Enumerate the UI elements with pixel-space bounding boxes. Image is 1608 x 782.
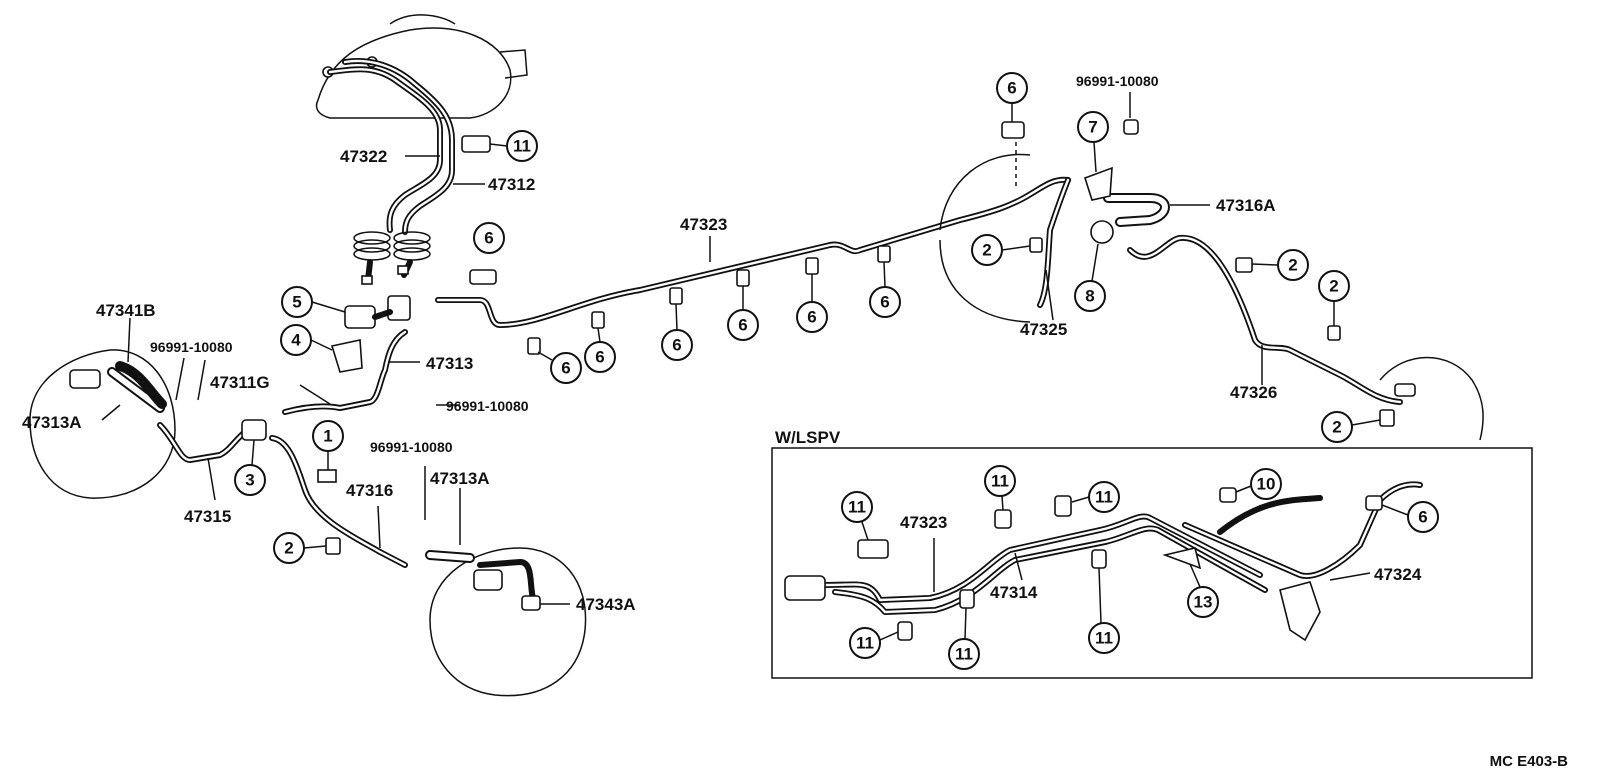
bracket-4	[330, 339, 363, 373]
svg-text:6: 6	[807, 308, 816, 327]
label-47311G: 47311G	[210, 373, 270, 392]
svg-text:6: 6	[1007, 79, 1016, 98]
rear-left-wheel	[425, 547, 587, 697]
svg-text:2: 2	[1288, 256, 1297, 275]
svg-text:2: 2	[982, 241, 991, 260]
label-47324: 47324	[1374, 565, 1422, 584]
callouts: 11 6 5 4 6 6 6 6 6 6 1 3 2 6 7	[234, 72, 1439, 670]
label-96991-b: 96991-10080	[446, 398, 529, 414]
svg-text:7: 7	[1088, 118, 1097, 137]
label-47343A: 47343A	[576, 595, 636, 614]
svg-text:6: 6	[561, 359, 570, 378]
clip-11-top	[461, 135, 491, 153]
master-cylinder-pipes	[327, 58, 455, 285]
svg-text:11: 11	[856, 634, 874, 653]
diagram-code: MC E403-B	[1489, 753, 1568, 770]
svg-text:2: 2	[284, 539, 293, 558]
svg-text:6: 6	[1418, 508, 1427, 527]
svg-text:13: 13	[1194, 593, 1213, 612]
svg-text:11: 11	[955, 645, 973, 664]
lspv-pipes	[784, 481, 1423, 642]
label-47313A-left: 47313A	[22, 413, 82, 432]
label-47316A: 47316A	[1216, 196, 1276, 215]
three-way-joint-3	[241, 419, 267, 441]
label-47326: 47326	[1230, 383, 1277, 402]
svg-text:6: 6	[484, 229, 493, 248]
label-47313: 47313	[426, 354, 473, 373]
svg-text:11: 11	[848, 498, 866, 517]
svg-text:1: 1	[323, 427, 332, 446]
svg-text:4: 4	[291, 331, 301, 350]
svg-text:11: 11	[1095, 488, 1113, 507]
label-47313A-mid: 47313A	[430, 469, 490, 488]
label-47325: 47325	[1020, 320, 1067, 339]
svg-text:6: 6	[672, 336, 681, 355]
svg-text:11: 11	[513, 137, 531, 156]
svg-text:3: 3	[245, 471, 254, 490]
svg-text:10: 10	[1257, 475, 1276, 494]
clips-6	[469, 245, 891, 355]
bracket-1	[317, 469, 337, 483]
svg-text:11: 11	[1095, 629, 1113, 648]
label-lspv: W/LSPV	[775, 428, 841, 447]
svg-text:8: 8	[1085, 287, 1094, 306]
leader-lines	[101, 92, 1371, 605]
part-number-labels: 47322 47312 47323 47341B 96991-10080 473…	[22, 73, 1422, 614]
label-47314: 47314	[990, 583, 1038, 602]
front-left-wheel	[29, 349, 176, 499]
rear-right-assembly	[939, 119, 1484, 441]
label-47312: 47312	[488, 175, 535, 194]
label-96991-c: 96991-10080	[370, 439, 453, 455]
clip-2-left	[325, 537, 341, 555]
svg-text:6: 6	[880, 293, 889, 312]
svg-text:2: 2	[1332, 418, 1341, 437]
label-96991-a: 96991-10080	[150, 339, 233, 355]
label-47315: 47315	[184, 507, 231, 526]
label-47322: 47322	[340, 147, 387, 166]
lspv-box	[771, 447, 1533, 679]
svg-text:6: 6	[595, 348, 604, 367]
proportioning-valve-5	[344, 295, 411, 329]
svg-text:2: 2	[1329, 277, 1338, 296]
main-brake-line	[435, 176, 1071, 328]
label-47323: 47323	[680, 215, 727, 234]
svg-text:5: 5	[292, 293, 301, 312]
label-47341B: 47341B	[96, 301, 156, 320]
svg-text:6: 6	[738, 316, 747, 335]
label-47323-lspv: 47323	[900, 513, 947, 532]
label-47316: 47316	[346, 481, 393, 500]
label-96991-d: 96991-10080	[1076, 73, 1159, 89]
svg-text:11: 11	[991, 472, 1009, 491]
